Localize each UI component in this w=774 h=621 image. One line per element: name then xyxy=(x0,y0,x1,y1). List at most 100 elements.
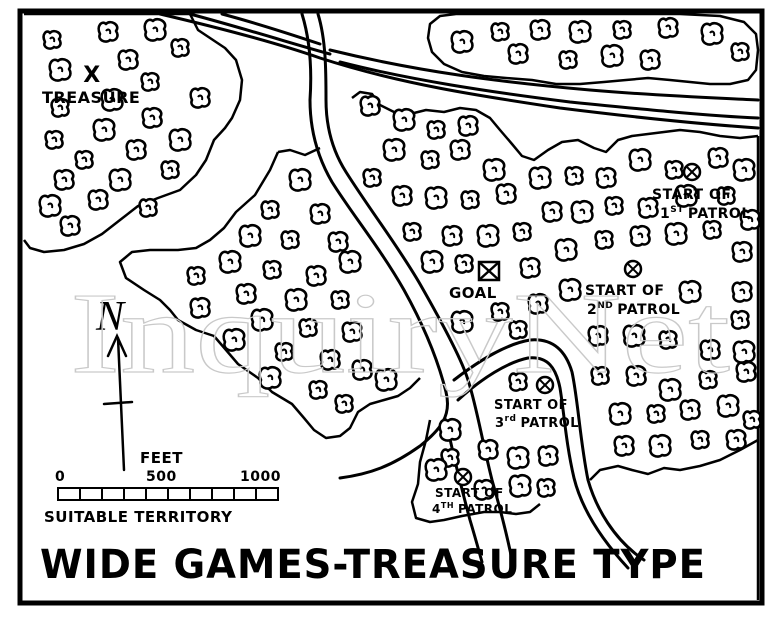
tree-clump xyxy=(664,159,684,180)
scale-bar xyxy=(57,487,279,501)
tree-clump xyxy=(495,182,517,205)
tree-clump xyxy=(170,37,190,58)
tree-clump xyxy=(473,478,495,501)
forest-top-left-outline xyxy=(23,12,244,254)
patrol-1-marker-icon xyxy=(682,162,702,182)
tree-clump xyxy=(529,18,551,41)
tree-clump xyxy=(590,365,610,386)
tree-clump xyxy=(426,119,446,140)
tree-clump xyxy=(108,167,132,192)
tree-clump xyxy=(38,193,62,218)
tree-clump xyxy=(742,409,762,430)
tree-clump xyxy=(125,138,147,161)
tree-clump xyxy=(664,221,688,246)
roads xyxy=(158,12,760,570)
scale-tick-500: 500 xyxy=(146,469,177,485)
tree-clump xyxy=(460,189,480,210)
patrol-3-marker-icon xyxy=(535,375,555,395)
tree-clump xyxy=(374,367,398,392)
tree-clump xyxy=(639,48,661,71)
tree-clump xyxy=(700,21,724,46)
tree-clump xyxy=(658,329,678,350)
tree-clump xyxy=(141,106,163,129)
tree-clump xyxy=(506,445,530,470)
tree-clump xyxy=(48,57,72,82)
tree-clump xyxy=(716,393,740,418)
patrol-1-label-top: START OF xyxy=(652,187,731,203)
tree-clump xyxy=(482,157,506,182)
forest-central-outline xyxy=(118,151,421,440)
tree-clump xyxy=(138,197,158,218)
road-north-edge-d xyxy=(220,12,322,46)
forest-south-outline xyxy=(410,419,541,524)
tree-clump xyxy=(280,229,300,250)
tree-clump xyxy=(97,20,119,43)
tree-clump xyxy=(512,221,532,242)
tree-clump xyxy=(595,166,617,189)
treasure-marker: X xyxy=(83,63,100,88)
tree-clump xyxy=(648,433,672,458)
north-label: N xyxy=(95,294,126,340)
tree-clump xyxy=(613,434,635,457)
tree-clump xyxy=(382,137,406,162)
tree-clump xyxy=(235,282,257,305)
tree-clump xyxy=(74,149,94,170)
tree-clump xyxy=(117,48,139,71)
tree-clump xyxy=(476,223,500,248)
tree-clump xyxy=(568,19,592,44)
road-vertical-left xyxy=(300,12,449,480)
tree-clump xyxy=(140,71,160,92)
patrol-2-label-top: START OF xyxy=(585,283,664,299)
tree-clump xyxy=(309,202,331,225)
tree-clump xyxy=(731,280,753,303)
road-north-edge-c xyxy=(338,60,760,120)
tree-clump xyxy=(625,364,647,387)
tree-clump xyxy=(338,249,362,274)
watermark-text: InquiryNet xyxy=(70,270,730,398)
scale-tick-0: 0 xyxy=(55,469,65,485)
tree-clump xyxy=(477,438,499,461)
tree-clump xyxy=(454,253,474,274)
tree-clump xyxy=(707,146,729,169)
tree-clump xyxy=(450,29,474,54)
tree-clump xyxy=(42,29,62,50)
tree-clump xyxy=(438,417,462,442)
tree-clump xyxy=(739,208,761,231)
tree-clump xyxy=(308,379,328,400)
tree-clump xyxy=(260,199,280,220)
tree-clumps xyxy=(38,16,762,501)
tree-clump xyxy=(604,195,624,216)
tree-clump xyxy=(44,129,64,150)
scale-tick-1000: 1000 xyxy=(240,469,281,485)
tree-clump xyxy=(284,287,308,312)
goal-icon xyxy=(477,260,501,282)
north-arrow-icon xyxy=(102,332,134,472)
patrol-4-marker-icon xyxy=(453,467,473,487)
road-vertical-right xyxy=(316,12,514,562)
road-branch-south xyxy=(444,418,484,564)
tree-clump xyxy=(391,184,413,207)
tree-clump xyxy=(359,94,381,117)
tree-clump xyxy=(218,249,242,274)
tree-clump xyxy=(554,237,578,262)
tree-clump xyxy=(288,167,312,192)
tree-clump xyxy=(508,473,532,498)
tree-clump xyxy=(351,358,373,381)
tree-clump xyxy=(450,309,474,334)
road-branch-east-a xyxy=(452,338,646,562)
tree-clump xyxy=(143,17,167,42)
tree-clump xyxy=(305,264,327,287)
tree-clump xyxy=(168,127,192,152)
patrol-3-label-top: START OF xyxy=(494,398,568,413)
tree-clump xyxy=(189,86,211,109)
tree-clump xyxy=(519,256,541,279)
tree-clump xyxy=(646,403,666,424)
tree-clump xyxy=(536,477,556,498)
road-north-edge-e xyxy=(328,48,760,102)
tree-clump xyxy=(424,185,448,210)
